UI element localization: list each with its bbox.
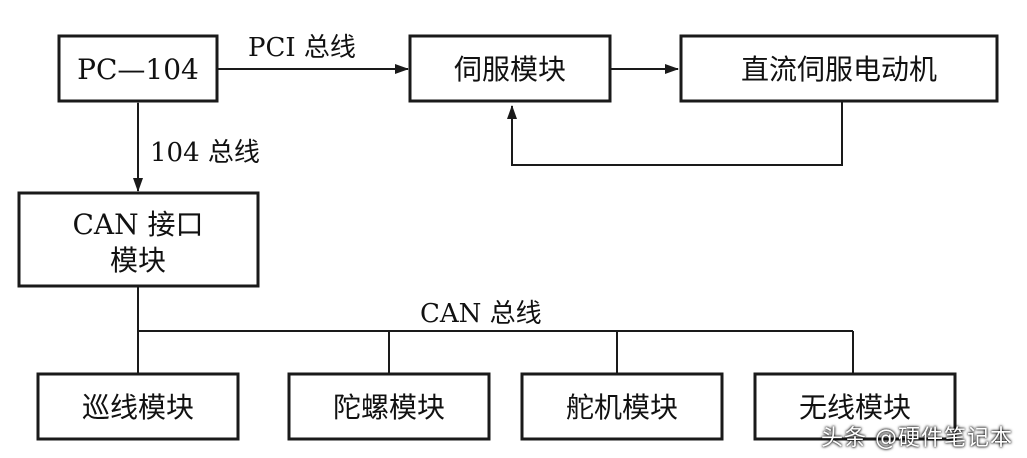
servo-module-box: 伺服模块 bbox=[408, 34, 612, 103]
line-patrol-module-label: 巡线模块 bbox=[82, 391, 194, 424]
servo-module-label: 伺服模块 bbox=[454, 53, 566, 86]
bus104-label: 104 总线 bbox=[150, 138, 260, 168]
can-interface-label-line2: 模块 bbox=[110, 244, 166, 277]
dc-servo-motor-box: 直流伺服电动机 bbox=[679, 34, 999, 103]
can-bus-label: CAN 总线 bbox=[420, 299, 542, 329]
pc104-box: PC—104 bbox=[57, 34, 219, 103]
line-patrol-module-box: 巡线模块 bbox=[36, 372, 240, 441]
gyroscope-module-box: 陀螺模块 bbox=[287, 372, 491, 441]
wireless-module-label: 无线模块 bbox=[799, 391, 911, 424]
wireless-module-box: 无线模块 bbox=[753, 372, 957, 441]
pc104-label: PC—104 bbox=[77, 53, 199, 86]
can-interface-box: CAN 接口 模块 bbox=[17, 191, 260, 288]
steering-gear-module-label: 舵机模块 bbox=[566, 391, 678, 424]
can-interface-label-line1: CAN 接口 bbox=[72, 208, 203, 241]
motor-feedback-connector bbox=[507, 101, 843, 166]
steering-gear-module-box: 舵机模块 bbox=[520, 372, 724, 441]
dc-servo-motor-label: 直流伺服电动机 bbox=[741, 53, 937, 86]
gyroscope-module-label: 陀螺模块 bbox=[333, 391, 445, 424]
watermark: 头条 @硬件笔记本 bbox=[821, 426, 1013, 451]
pci-bus-label: PCI 总线 bbox=[248, 33, 356, 63]
